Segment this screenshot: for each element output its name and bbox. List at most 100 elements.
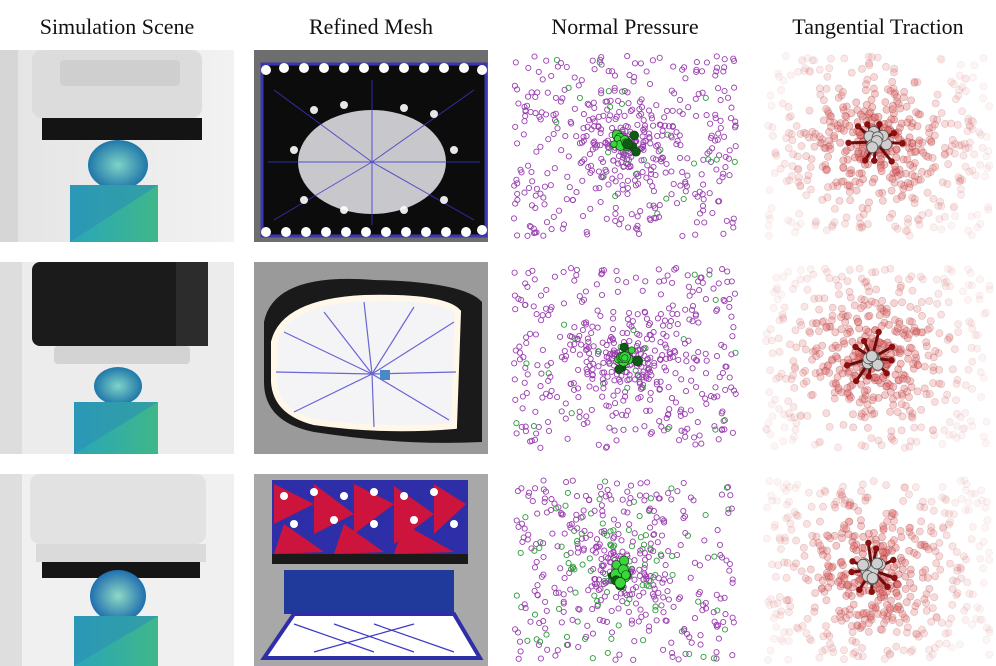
pressure-node <box>711 553 718 560</box>
pressure-node <box>611 533 618 540</box>
pressure-node <box>628 617 635 624</box>
pressure-node <box>659 154 666 161</box>
traction-node <box>864 312 872 321</box>
pressure-node <box>511 292 518 299</box>
pressure-node <box>707 393 715 400</box>
traction-node <box>985 628 994 637</box>
pressure-node <box>573 538 581 545</box>
pressure-node <box>715 130 722 137</box>
traction-node <box>849 600 858 609</box>
traction-node <box>808 390 817 399</box>
traction-node <box>828 344 837 353</box>
normal-pressure-row-2 <box>508 262 742 454</box>
traction-node <box>857 110 865 119</box>
traction-node <box>835 490 844 499</box>
pressure-node <box>706 271 713 278</box>
traction-node <box>887 115 896 124</box>
pressure-node <box>703 112 710 119</box>
traction-node <box>908 413 917 422</box>
pressure-node <box>658 423 665 430</box>
normal-pressure-row-3 <box>508 474 742 666</box>
pressure-node <box>579 561 586 568</box>
traction-node <box>852 610 861 619</box>
pressure-node <box>687 574 694 581</box>
pressure-node <box>588 329 595 337</box>
traction-node <box>938 178 947 187</box>
traction-node <box>827 112 836 121</box>
traction-node <box>928 426 937 434</box>
pressure-node <box>562 502 569 509</box>
pressure-node <box>704 554 712 561</box>
traction-node <box>800 67 809 75</box>
traction-node <box>982 623 991 632</box>
pressure-node <box>651 585 658 592</box>
pressure-node <box>674 551 681 559</box>
traction-arrow-head <box>848 568 855 576</box>
traction-node <box>803 285 812 294</box>
traction-node <box>907 383 916 391</box>
traction-node <box>827 578 835 587</box>
traction-node <box>860 615 869 624</box>
traction-node <box>956 565 965 574</box>
traction-node <box>811 440 819 449</box>
pressure-node <box>669 107 676 114</box>
pressure-node <box>661 519 668 526</box>
traction-node <box>976 615 985 624</box>
traction-node <box>794 67 802 76</box>
pressure-node <box>700 207 707 214</box>
pressure-node <box>634 311 641 318</box>
traction-node <box>782 514 791 523</box>
pressure-node <box>562 132 569 140</box>
traction-node <box>939 523 947 531</box>
pressure-node <box>698 68 706 75</box>
pressure-node <box>686 292 693 299</box>
traction-node <box>967 535 976 544</box>
traction-node <box>961 616 970 624</box>
traction-node <box>945 418 954 426</box>
traction-node <box>929 529 938 538</box>
traction-node <box>886 649 895 658</box>
pressure-node <box>732 118 739 125</box>
pressure-node <box>535 423 542 431</box>
traction-node <box>830 388 839 397</box>
pressure-node <box>702 370 710 377</box>
pressure-node <box>663 107 671 114</box>
traction-node <box>845 325 853 334</box>
pressure-node <box>641 565 648 572</box>
traction-node <box>807 636 816 645</box>
traction-node <box>856 624 865 633</box>
traction-node <box>964 365 973 374</box>
pressure-node <box>537 539 544 546</box>
pressure-node <box>604 373 611 380</box>
pressure-node <box>518 169 525 176</box>
pressure-node <box>583 633 590 640</box>
pressure-node <box>604 486 611 493</box>
traction-node <box>905 231 914 240</box>
traction-node <box>780 628 789 636</box>
pressure-node <box>668 496 675 503</box>
pressure-node <box>634 121 641 128</box>
traction-node <box>955 86 964 94</box>
contact-node <box>871 358 884 371</box>
traction-node <box>964 296 972 304</box>
traction-node <box>809 270 818 279</box>
traction-node <box>862 80 870 89</box>
pressure-node <box>586 383 593 390</box>
traction-node <box>762 329 771 338</box>
traction-node <box>763 655 772 664</box>
traction-node <box>920 384 929 393</box>
traction-node <box>918 497 927 506</box>
traction-arrow-head <box>865 539 872 547</box>
pressure-node <box>561 321 568 328</box>
normal-pressure-plot <box>510 53 739 239</box>
simulation-scene-row-3 <box>0 474 234 666</box>
pressure-node <box>557 333 564 340</box>
pressure-node <box>638 385 645 392</box>
pressure-node <box>641 556 649 563</box>
pressure-node <box>608 635 615 642</box>
pressure-node <box>683 183 690 190</box>
pressure-node <box>681 513 689 520</box>
traction-node <box>829 379 837 388</box>
pressure-node <box>543 631 550 638</box>
traction-node <box>784 513 792 521</box>
